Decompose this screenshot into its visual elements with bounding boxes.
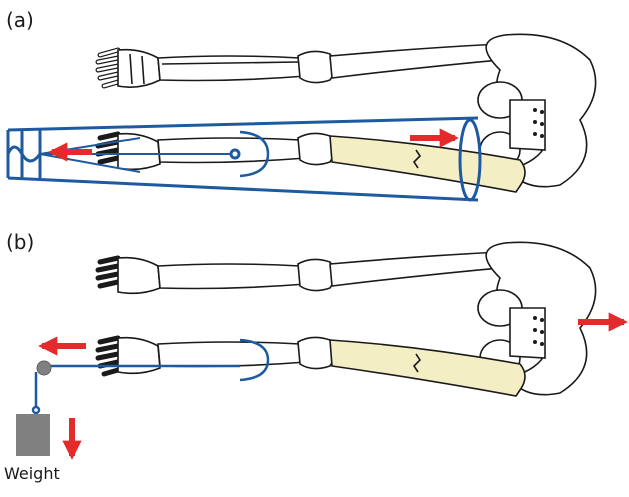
tibia bbox=[158, 56, 306, 81]
panel-a bbox=[8, 34, 596, 200]
panel-b-label: (b) bbox=[6, 230, 34, 254]
weight-label: Weight bbox=[4, 464, 60, 483]
panel-a-label: (a) bbox=[6, 8, 34, 32]
pulley bbox=[37, 361, 51, 375]
foot-bones bbox=[98, 50, 160, 87]
leg-upper-b bbox=[98, 248, 522, 293]
panel-b bbox=[16, 242, 624, 456]
leg-upper-a bbox=[98, 40, 522, 87]
weight-block bbox=[16, 414, 50, 456]
